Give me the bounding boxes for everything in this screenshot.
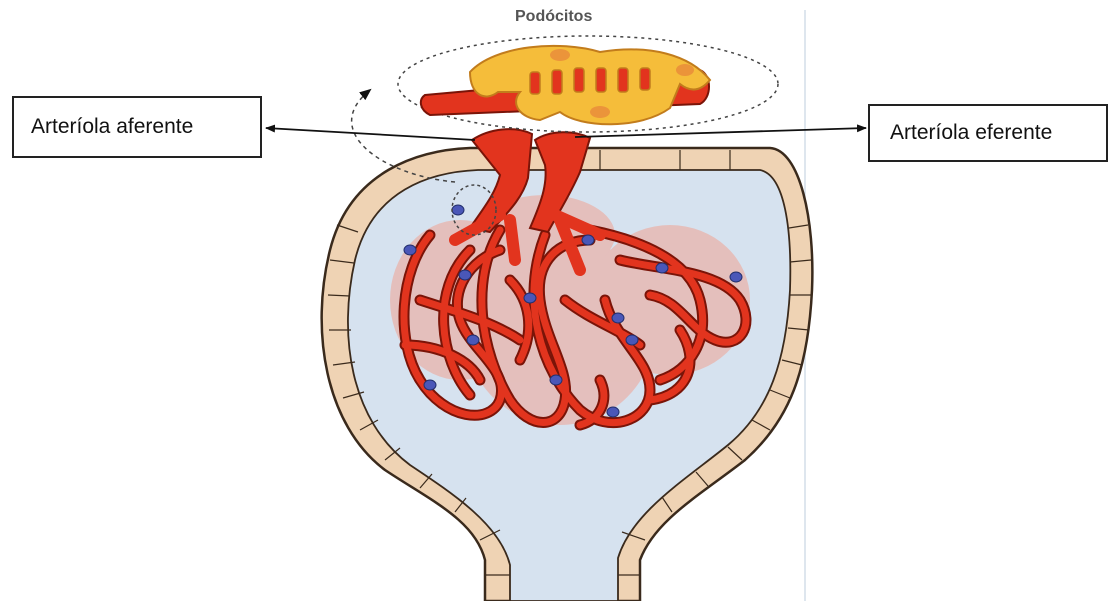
afferent-arteriole-label-box: Arteríola aferente xyxy=(12,96,262,158)
efferent-arteriole-label-box: Arteríola eferente xyxy=(868,104,1108,162)
efferent-arteriole-label: Arteríola eferente xyxy=(890,121,1052,145)
afferent-arteriole-label: Arteríola aferente xyxy=(31,115,193,139)
efferent-pointer-line xyxy=(575,128,866,137)
afferent-pointer-line xyxy=(266,128,475,140)
podocytes-title: Podócitos xyxy=(515,8,592,26)
